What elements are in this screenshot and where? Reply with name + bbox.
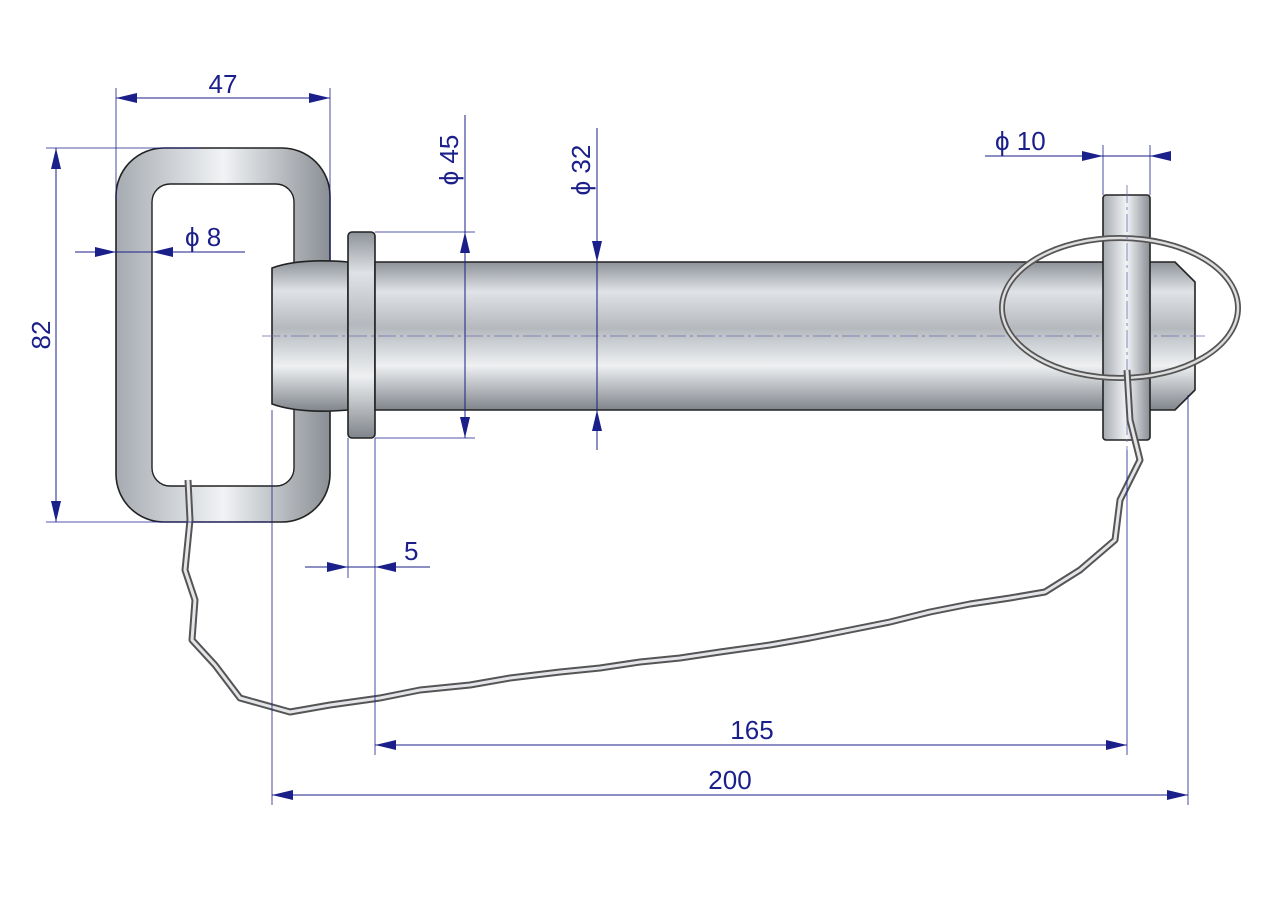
svg-text:47: 47 bbox=[209, 69, 238, 99]
svg-text:ϕ 10: ϕ 10 bbox=[995, 126, 1046, 156]
svg-text:165: 165 bbox=[730, 715, 773, 745]
pin-body bbox=[262, 231, 1205, 439]
dimension-wire-diameter: ϕ 8 bbox=[75, 222, 245, 257]
svg-text:ϕ 32: ϕ 32 bbox=[566, 145, 596, 196]
dimension-collar-thickness: 5 bbox=[305, 438, 430, 755]
svg-text:200: 200 bbox=[708, 765, 751, 795]
svg-text:82: 82 bbox=[26, 321, 56, 350]
dimension-handle-width: 47 bbox=[115, 69, 331, 260]
dimension-pin-diameter: ϕ 32 bbox=[566, 128, 602, 450]
chain bbox=[181, 369, 1144, 716]
svg-text:5: 5 bbox=[404, 536, 418, 566]
svg-text:ϕ 8: ϕ 8 bbox=[185, 222, 221, 252]
svg-text:ϕ 45: ϕ 45 bbox=[434, 135, 464, 186]
dimension-collar-diameter: ϕ 45 bbox=[375, 115, 475, 439]
dimension-total-length: 200 bbox=[271, 395, 1189, 805]
dimension-usable-length: 165 bbox=[375, 450, 1128, 755]
dimension-clip-diameter: ϕ 10 bbox=[985, 126, 1171, 195]
dimension-handle-height: 82 bbox=[26, 147, 270, 523]
